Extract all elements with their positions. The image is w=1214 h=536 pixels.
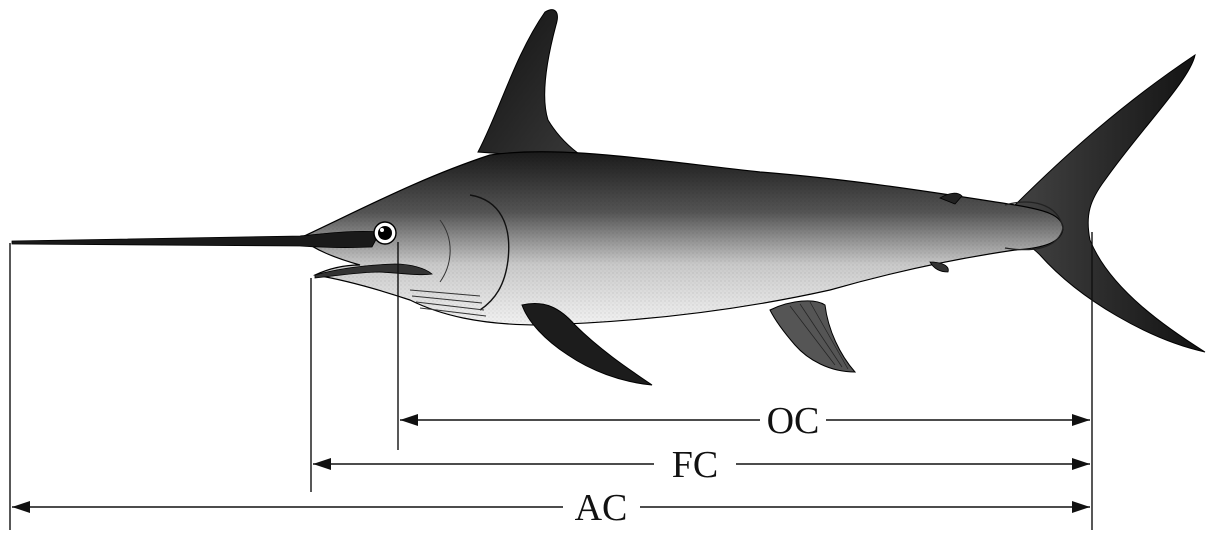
oc-measurement: OC <box>400 400 1090 442</box>
fc-label: FC <box>672 444 718 486</box>
ac-label: AC <box>575 487 628 529</box>
eye <box>374 222 396 244</box>
swordfish-illustration <box>12 10 1205 385</box>
sword-bill <box>12 231 380 247</box>
oc-label: OC <box>767 400 820 442</box>
anal-fin <box>770 301 855 372</box>
dorsal-fin <box>478 10 588 160</box>
fc-measurement: FC <box>313 444 1090 486</box>
ac-measurement: AC <box>12 487 1090 529</box>
